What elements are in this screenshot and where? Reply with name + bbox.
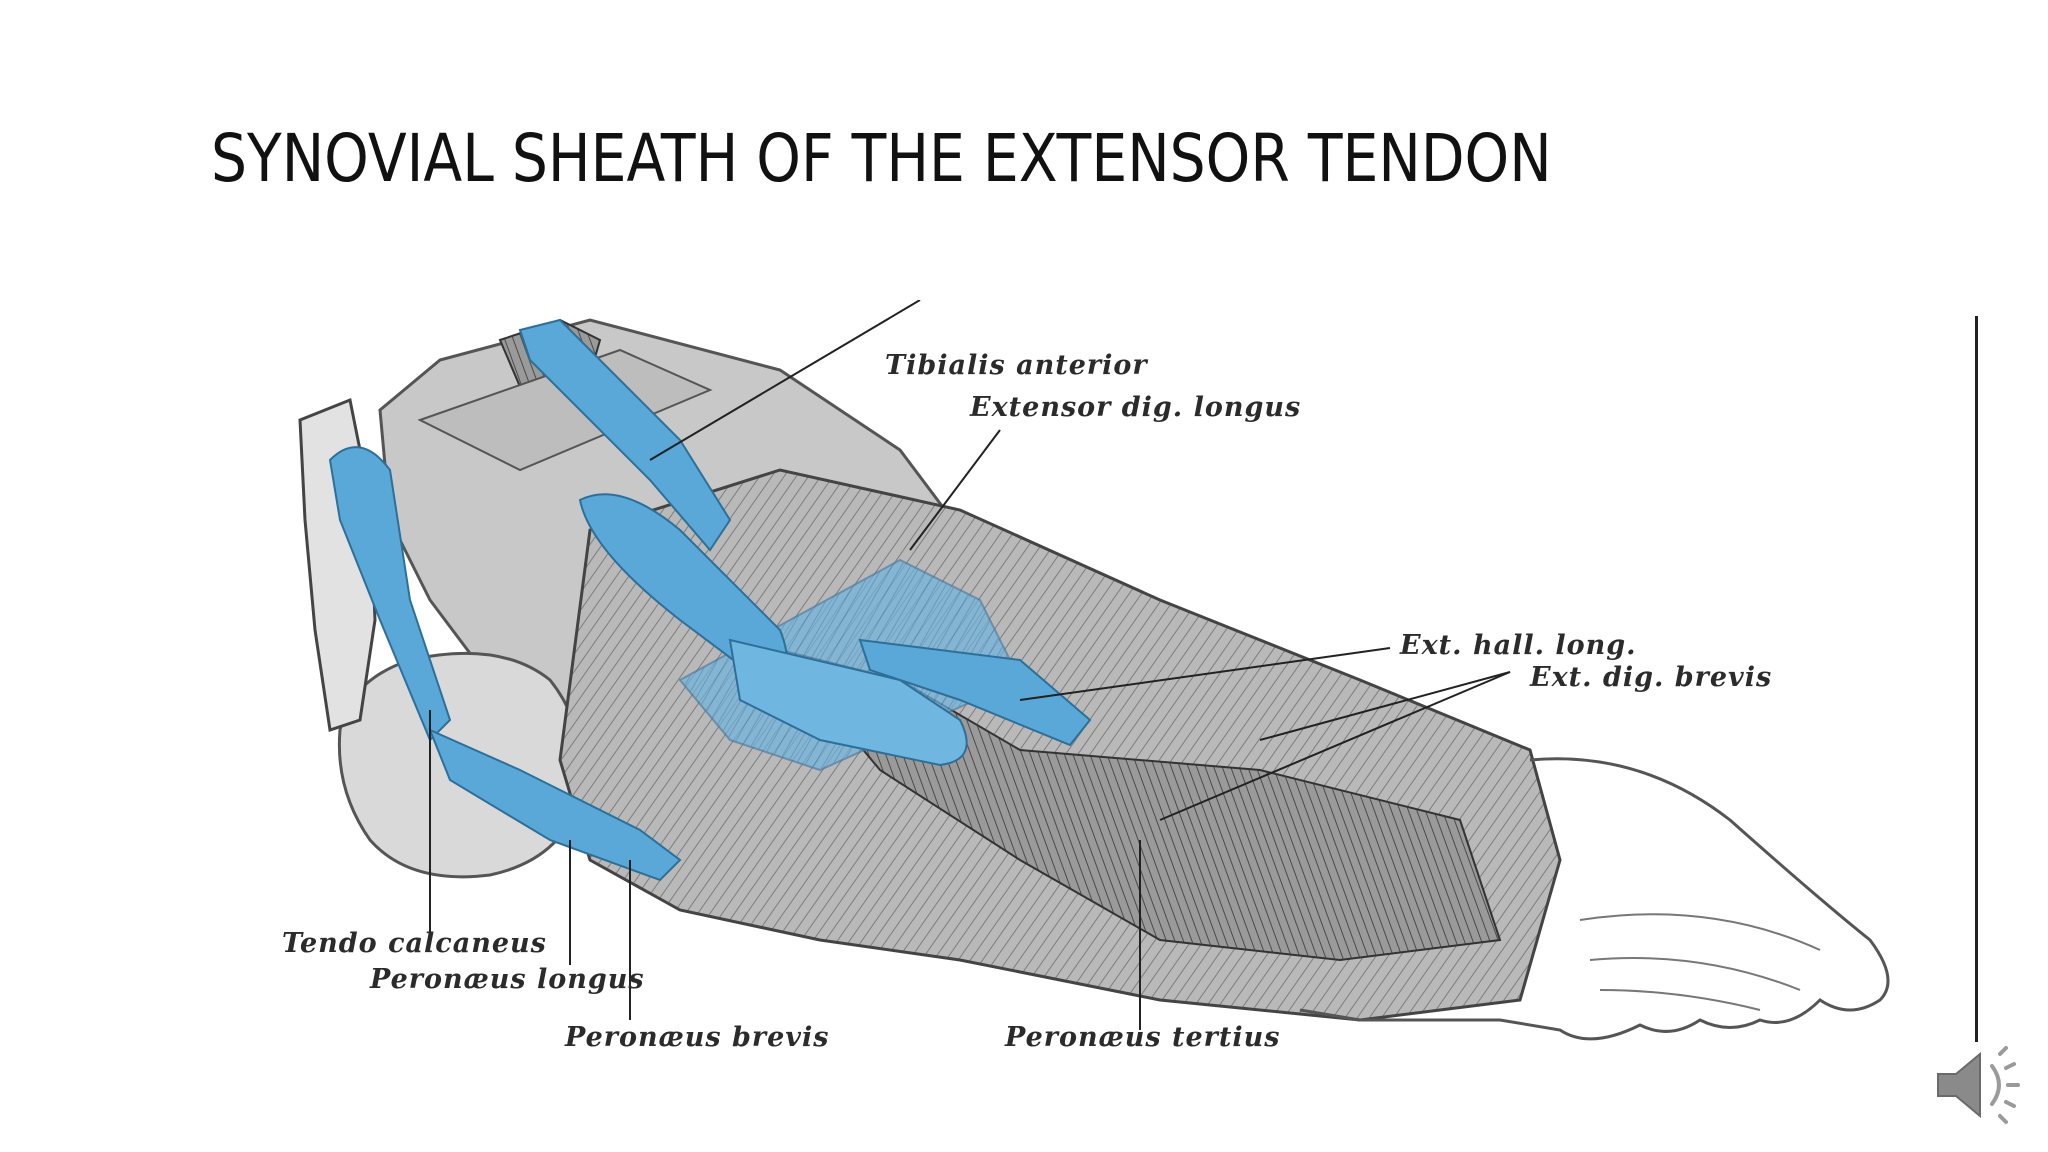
slide-title: SYNOVIAL SHEATH OF THE EXTENSOR TENDON (211, 120, 1552, 197)
label-peronaeus-longus: Peronæus longus (370, 964, 645, 995)
label-ext-dig-brevis: Ext. dig. brevis (1530, 662, 1773, 693)
foot-anatomy-illustration: Tibialis anterior Extensor dig. longus E… (260, 300, 1980, 1120)
label-peronaeus-tertius: Peronæus tertius (1005, 1022, 1281, 1053)
tibialis-anterior-sheath (518, 318, 732, 552)
label-ext-hall-long: Ext. hall. long. (1400, 630, 1637, 661)
leader-ext-dig-brevis-1 (1259, 671, 1511, 741)
toe-line-2 (1589, 957, 1801, 991)
toes-outline (1299, 757, 1890, 1041)
peronaeus-sheath-lower (428, 728, 682, 882)
ext-dig-longus-lower-sheath (728, 638, 968, 767)
leader-extensor-dig-longus (909, 429, 1001, 551)
foot-illustration-svg (298, 300, 1890, 1041)
leader-ext-hall-long (1019, 647, 1391, 701)
leader-ext-dig-brevis-2 (1159, 671, 1511, 821)
figure-edge-line (1975, 316, 1978, 1042)
ext-hall-long-sheath (858, 638, 1092, 747)
speaker-icon[interactable] (1930, 1040, 2026, 1130)
toe-line-1 (1579, 913, 1821, 951)
label-peronaeus-brevis: Peronæus brevis (565, 1022, 830, 1053)
label-tendo-calcaneus: Tendo calcaneus (282, 928, 547, 959)
label-tibialis-anterior: Tibialis anterior (885, 350, 1148, 381)
leader-tibialis-anterior (649, 300, 921, 461)
toe-line-3 (1599, 989, 1761, 1011)
label-extensor-dig-longus: Extensor dig. longus (970, 392, 1302, 423)
